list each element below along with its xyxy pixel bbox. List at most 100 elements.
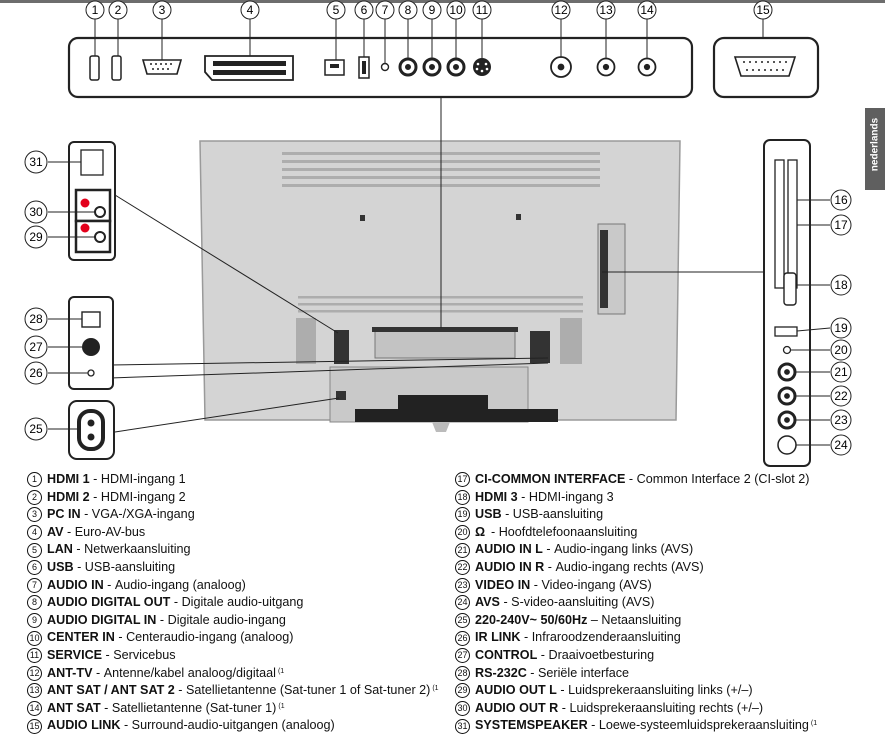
- audio-link-panel: [712, 36, 820, 99]
- callout-text: 2: [115, 3, 122, 17]
- legend-label: AUDIO OUT L: [475, 683, 557, 698]
- scart-port: [204, 55, 294, 81]
- callout-3: [152, 0, 172, 20]
- legend-separator: -: [542, 542, 555, 557]
- callout-text: 3: [159, 3, 166, 17]
- callout-text: 28: [29, 312, 43, 326]
- legend-description: Hoofdtelefoonaansluiting: [498, 524, 638, 539]
- callout-text: 6: [361, 3, 368, 17]
- legend-label: CONTROL: [475, 647, 538, 662]
- legend-description: Audio-ingang rechts (AVS): [555, 559, 704, 574]
- callout-28: [24, 307, 48, 331]
- callout-12: [551, 0, 571, 20]
- callout-text: 20: [834, 343, 848, 357]
- legend-number: 12: [27, 665, 42, 681]
- legend-label: AUDIO LINK: [47, 718, 121, 733]
- legend-number: 22: [455, 560, 470, 576]
- legend-label: CENTER IN: [47, 630, 115, 645]
- callout-17: [830, 214, 852, 236]
- legend-description: Luidsprekeraansluiting links (+/–): [568, 683, 753, 698]
- callout-5: [326, 0, 346, 20]
- legend-number: 25: [455, 613, 470, 629]
- callout-27: [24, 335, 48, 359]
- callout-10: [446, 0, 466, 20]
- legend-separator: -: [80, 507, 92, 522]
- legend-description: Draaivoetbesturing: [548, 647, 655, 662]
- callout-text: 19: [834, 321, 848, 335]
- callout-29: [24, 225, 48, 249]
- legend-label: ANT-TV: [47, 665, 93, 680]
- callout-9: [422, 0, 442, 20]
- legend-separator: -: [89, 489, 101, 504]
- legend-number: 6: [27, 560, 42, 576]
- callout-text: 4: [247, 3, 254, 17]
- callout-text: 1: [92, 3, 99, 17]
- rca-jacks: [398, 57, 466, 77]
- callout-21: [830, 361, 852, 383]
- legend-label: AUDIO IN: [47, 577, 104, 592]
- legend-separator: -: [120, 718, 132, 733]
- callout-text: 21: [834, 365, 848, 379]
- legend-label: HDMI 1: [47, 472, 90, 486]
- legend-separator: -: [491, 524, 499, 539]
- legend-separator: -: [537, 647, 549, 662]
- legend-separator: -: [501, 507, 513, 522]
- legend-number: 26: [455, 630, 470, 646]
- callout-text: 17: [834, 218, 848, 232]
- legend-number: 30: [455, 701, 470, 717]
- legend-number: 3: [27, 507, 42, 523]
- audio-in-jack: [380, 62, 390, 72]
- callout-text: 5: [333, 3, 340, 17]
- speaker-panel: [48, 141, 116, 261]
- legend-description: Digitale audio-ingang: [167, 612, 286, 627]
- callout-text: 22: [834, 389, 848, 403]
- callout-19: [830, 317, 852, 339]
- callout-20: [830, 339, 852, 361]
- legend-number: 7: [27, 577, 42, 593]
- legend-label: AV: [47, 524, 64, 539]
- legend-number: 13: [27, 683, 42, 699]
- legend-description: USB-aansluiting: [512, 507, 604, 522]
- callout-text: 13: [599, 3, 613, 17]
- legend-label: AUDIO DIGITAL OUT: [47, 595, 171, 610]
- language-tab: nederlands: [865, 108, 885, 190]
- callout-text: 7: [382, 3, 389, 17]
- legend-number: 11: [27, 648, 42, 664]
- callout-1: [85, 0, 105, 20]
- service-port: [473, 58, 491, 76]
- language-tab-label: nederlands: [869, 117, 881, 172]
- legend-number: 28: [455, 665, 470, 681]
- legend-label: LAN: [47, 542, 73, 557]
- callout-25: [24, 417, 48, 441]
- callout-4: [240, 0, 260, 20]
- legend-separator: -: [103, 577, 115, 592]
- legend-number: 4: [27, 525, 42, 541]
- legend-number: 27: [455, 648, 470, 664]
- legend-label: AUDIO IN R: [475, 559, 545, 574]
- legend-number: 9: [27, 613, 42, 629]
- legend-label: SYSTEMSPEAKER: [475, 718, 588, 733]
- legend-label: VIDEO IN: [475, 577, 531, 592]
- callout-text: 26: [29, 366, 43, 380]
- legend-separator: -: [520, 630, 532, 645]
- hdmi-2-port: [111, 55, 122, 81]
- callout-text: 10: [449, 3, 463, 17]
- top-rule: [0, 0, 885, 3]
- callout-31: [24, 150, 48, 174]
- legend-separator: -: [499, 595, 512, 610]
- legend-number: 10: [27, 630, 42, 646]
